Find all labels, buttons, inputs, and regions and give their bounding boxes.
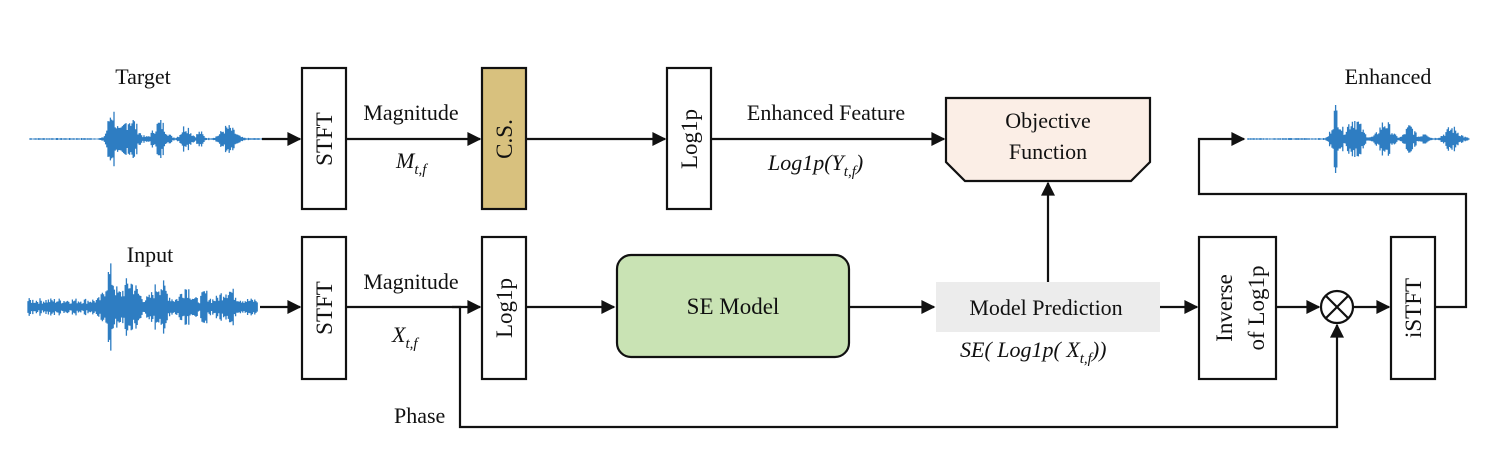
inverse-line2: of Log1p <box>1244 266 1269 351</box>
input-waveform <box>27 263 258 351</box>
target-label: Target <box>115 64 170 89</box>
top-stft-block: STFT <box>300 66 348 211</box>
model-prediction-expr: SE( Log1p( Xt,f)) <box>960 337 1107 367</box>
cs-label: C.S. <box>492 119 517 159</box>
cs-block: C.S. <box>480 66 528 211</box>
bottom-magnitude-label: Magnitude <box>363 269 458 294</box>
top-log1p-label: Log1p <box>677 109 702 169</box>
top-magnitude-symbol: Mt,f <box>395 148 428 178</box>
bottom-log1p-block: Log1p <box>480 235 528 381</box>
istft-block: iSTFT <box>1389 235 1437 381</box>
model-prediction-block: Model Prediction <box>936 282 1160 332</box>
model-prediction-label: Model Prediction <box>969 295 1122 320</box>
circled-times-icon <box>1319 289 1355 325</box>
bottom-magnitude-symbol: Xt,f <box>391 322 419 352</box>
arrow-istft-to-enhanced <box>1197 132 1468 309</box>
top-log1p-block: Log1p <box>665 66 713 211</box>
inverse-log1p-block: Inverse of Log1p <box>1197 235 1278 381</box>
input-label: Input <box>127 242 173 267</box>
bottom-stft-block: STFT <box>300 235 348 381</box>
se-model-block: SE Model <box>615 253 851 359</box>
phase-path <box>452 305 1344 429</box>
se-model-label: SE Model <box>687 294 780 319</box>
inverse-line1: Inverse <box>1212 274 1237 342</box>
top-stft-label: STFT <box>312 112 337 166</box>
bottom-stft-label: STFT <box>312 281 337 335</box>
enhanced-feature-expr: Log1p(Yt,f) <box>767 150 863 180</box>
phase-label: Phase <box>394 403 445 428</box>
istft-label: iSTFT <box>1401 278 1426 338</box>
enhanced-label: Enhanced <box>1345 64 1432 89</box>
enhanced-feature-label: Enhanced Feature <box>747 100 905 125</box>
objective-line1: Objective <box>1005 108 1091 133</box>
objective-function-block: Objective Function <box>944 96 1152 183</box>
target-waveform <box>29 111 263 167</box>
bottom-log1p-label: Log1p <box>492 278 517 338</box>
enhanced-waveform <box>1247 105 1470 173</box>
objective-line2: Function <box>1009 139 1087 164</box>
top-magnitude-label: Magnitude <box>363 100 458 125</box>
